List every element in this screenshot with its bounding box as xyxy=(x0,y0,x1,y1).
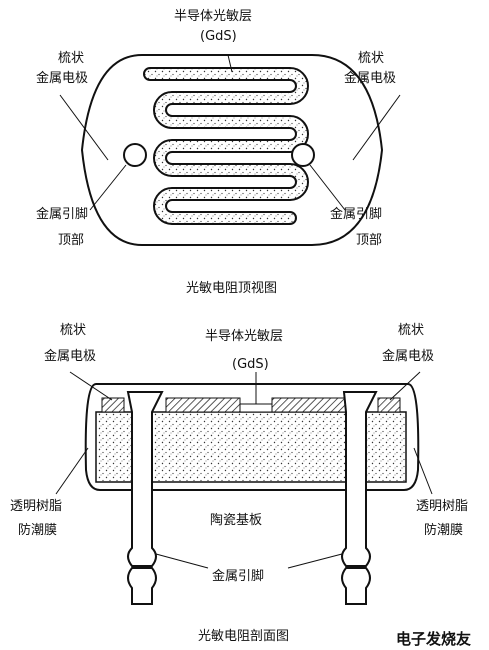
top-left-lead-label-2: 顶部 xyxy=(58,233,84,248)
cs-lead-label: 金属引脚 xyxy=(212,568,264,584)
leader-right-lead-top xyxy=(309,164,346,211)
cross-section-caption: 光敏电阻剖面图 xyxy=(198,629,289,644)
top-gds-label: (GdS) xyxy=(200,29,237,44)
leader-lead-left xyxy=(155,553,209,569)
cs-right-resin-label-2: 防潮膜 xyxy=(424,522,463,538)
top-view-caption: 光敏电阻顶视图 xyxy=(186,281,277,296)
leader-left-electrode-top xyxy=(59,94,109,161)
top-right-electrode-label-2: 金属电极 xyxy=(344,70,396,86)
center-comb-electrode-left xyxy=(165,397,241,413)
cs-right-electrode-label-1: 梳状 xyxy=(398,323,424,338)
cross-section: 梳状 金属电极 梳状 金属电极 半导体光敏层 (GdS) 透明树脂 防潮膜 透明… xyxy=(10,323,468,644)
top-semiconductor-label: 半导体光敏层 xyxy=(174,9,252,24)
cs-gds-label: (GdS) xyxy=(232,357,269,372)
top-right-lead-label-1: 金属引脚 xyxy=(330,206,382,222)
left-comb-electrode xyxy=(101,397,125,413)
left-lead-lower xyxy=(127,567,157,605)
left-metal-lead xyxy=(126,391,164,567)
cs-right-electrode-label-2: 金属电极 xyxy=(382,348,434,364)
top-left-electrode-label-1: 梳状 xyxy=(58,51,84,66)
center-comb-electrode-right xyxy=(271,397,347,413)
leader-lead-right xyxy=(287,553,343,569)
leader-left-lead-top xyxy=(89,164,127,211)
right-metal-lead xyxy=(341,391,378,567)
right-lead-hole xyxy=(291,143,315,167)
cs-left-resin-label-2: 防潮膜 xyxy=(18,522,57,538)
serpentine-photosensitive-fill xyxy=(145,69,307,223)
cs-substrate-label: 陶瓷基板 xyxy=(210,512,262,528)
cs-left-resin-label-1: 透明树脂 xyxy=(10,499,62,514)
left-lead-hole xyxy=(123,143,147,167)
top-view: 半导体光敏层 (GdS) 梳状 金属电极 梳状 金属电极 金属引脚 顶部 金属引… xyxy=(36,9,401,296)
cs-left-electrode-label-1: 梳状 xyxy=(60,323,86,338)
cs-right-resin-label-1: 透明树脂 xyxy=(416,499,468,514)
cs-semiconductor-label: 半导体光敏层 xyxy=(205,329,283,344)
photosensitive-layer-strip xyxy=(239,403,273,413)
leader-left-resin xyxy=(55,447,89,495)
top-right-lead-label-2: 顶部 xyxy=(356,233,382,248)
leader-right-electrode-cs xyxy=(389,371,421,401)
top-left-lead-label-1: 金属引脚 xyxy=(36,206,88,222)
leader-semiconductor-top xyxy=(227,54,233,73)
leader-left-electrode-cs xyxy=(69,371,113,401)
cs-left-electrode-label-2: 金属电极 xyxy=(44,348,96,364)
watermark-text: 电子发烧友 xyxy=(396,630,471,648)
top-left-electrode-label-2: 金属电极 xyxy=(36,70,88,86)
top-right-electrode-label-1: 梳状 xyxy=(358,51,384,66)
leader-right-resin xyxy=(413,447,433,495)
leader-right-electrode-top xyxy=(352,94,401,161)
right-lead-lower xyxy=(341,567,371,605)
right-comb-electrode xyxy=(377,397,401,413)
